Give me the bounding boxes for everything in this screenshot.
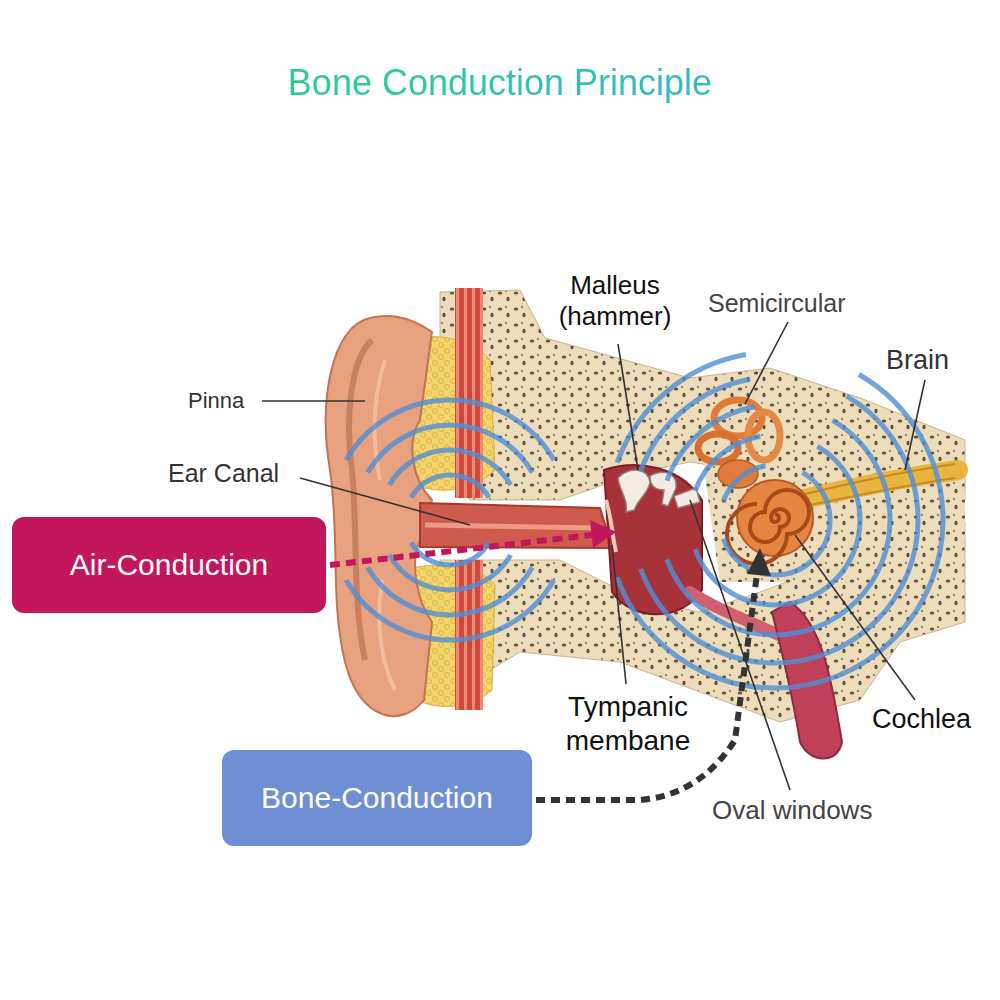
leader-line	[690, 500, 790, 790]
bone-conduction-arrow	[536, 574, 757, 800]
ear-canal-lining	[425, 525, 598, 528]
leader-line	[795, 535, 915, 700]
leader-line	[612, 545, 626, 684]
part-label: Ear Canal	[168, 458, 279, 488]
part-label: Brain	[886, 344, 949, 376]
pinna-fold	[375, 360, 395, 690]
pinna-fold	[349, 340, 372, 660]
leader-line	[262, 400, 365, 402]
part-label: Semicircular	[708, 288, 846, 318]
leader-lines	[262, 322, 925, 790]
part-label: Malleus (hammer)	[535, 270, 695, 332]
malleus-bone	[618, 470, 650, 512]
wave-ring	[607, 352, 943, 688]
pinna-shape	[326, 316, 432, 716]
eardrum	[606, 500, 616, 552]
muscle-strip	[455, 288, 483, 498]
air-conduction-arrow	[330, 535, 592, 565]
wave-ring	[632, 377, 918, 663]
diagram-title: Bone Conduction Principle	[0, 62, 1000, 104]
leader-line	[618, 344, 638, 470]
part-label: Tympanic membane	[543, 690, 713, 757]
incus-bone	[650, 472, 676, 506]
part-label: Pinna	[188, 388, 244, 414]
wave-ring	[660, 405, 890, 635]
arrow-head	[747, 548, 771, 576]
vestibule	[718, 460, 758, 488]
part-label: Cochlea	[872, 703, 971, 735]
part-label: Oval windows	[712, 795, 872, 826]
wave-ring	[720, 465, 830, 575]
box-text: Bone-Conduction	[261, 781, 493, 815]
box-text: Air-Conduction	[70, 548, 268, 582]
leader-line	[300, 478, 470, 525]
leader-line	[745, 322, 788, 404]
conduction-box: Air-Conduction	[12, 517, 326, 613]
leader-line	[905, 380, 925, 470]
sound-waves	[607, 352, 943, 688]
ear-canal-tube	[420, 503, 612, 548]
conduction-box: Bone-Conduction	[222, 750, 532, 846]
wave-ring	[690, 435, 860, 605]
cochlea-spiral	[727, 490, 809, 564]
arrow-head	[590, 520, 616, 548]
